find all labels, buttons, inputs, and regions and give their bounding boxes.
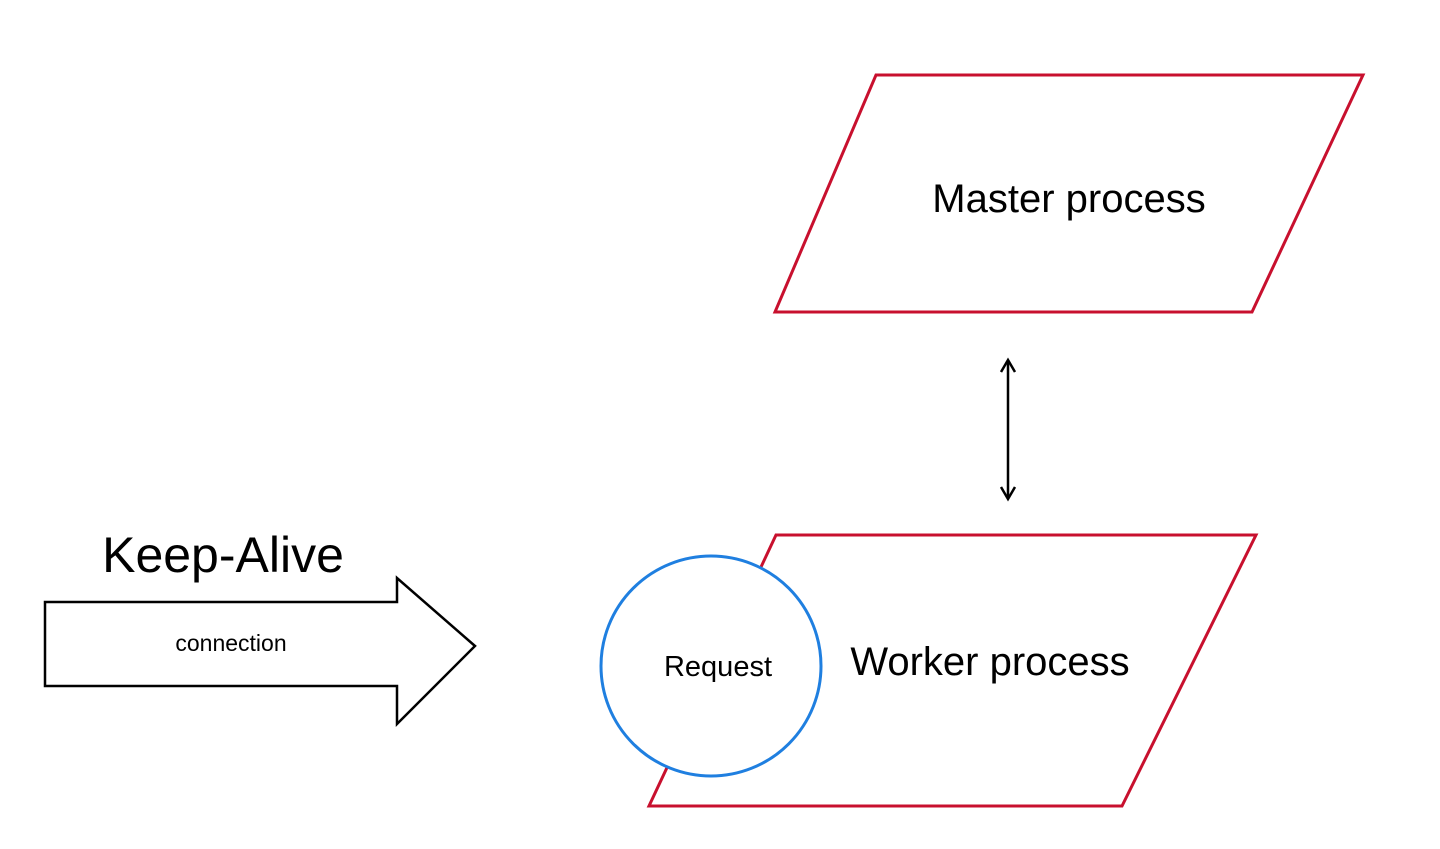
master-process-label: Master process <box>932 177 1205 221</box>
master-process-shape <box>772 73 1366 314</box>
master-worker-link <box>999 357 1017 502</box>
master-process-node: Master process <box>772 73 1366 314</box>
keepalive-arrow-label: connection <box>175 630 286 656</box>
link-arrowhead-down-icon <box>999 486 1017 502</box>
request-label: Request <box>664 651 772 683</box>
request-node: Request <box>599 554 823 778</box>
request-circle <box>599 554 823 778</box>
keepalive-title: Keep-Alive <box>102 527 344 583</box>
worker-process-label: Worker process <box>850 640 1129 684</box>
keepalive-node: Keep-Alive connection <box>43 527 477 728</box>
link-arrowhead-up-icon <box>999 357 1017 373</box>
keepalive-arrow-icon <box>43 575 477 728</box>
